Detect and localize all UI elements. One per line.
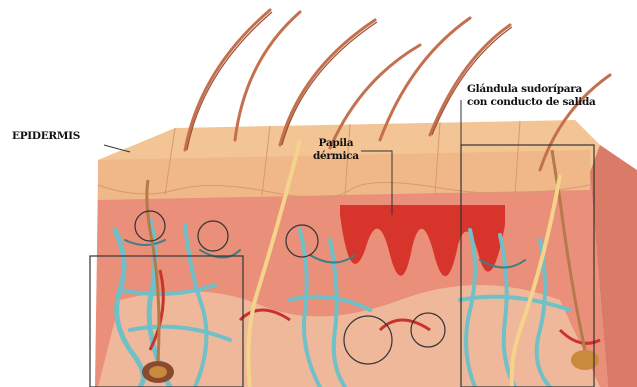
label-glandula-line2: con conducto de salida <box>467 96 596 109</box>
label-epidermis: EPIDERMIS <box>12 130 80 143</box>
label-papila-line1: Papila <box>313 137 359 150</box>
label-glandula-line1: Glándula sudorípara <box>467 83 596 96</box>
label-glandula-sudoripara: Glándula sudorípara con conducto de sali… <box>467 83 596 109</box>
label-papila-dermica: Papila dérmica <box>313 137 359 163</box>
label-papila-line2: dérmica <box>313 150 359 163</box>
